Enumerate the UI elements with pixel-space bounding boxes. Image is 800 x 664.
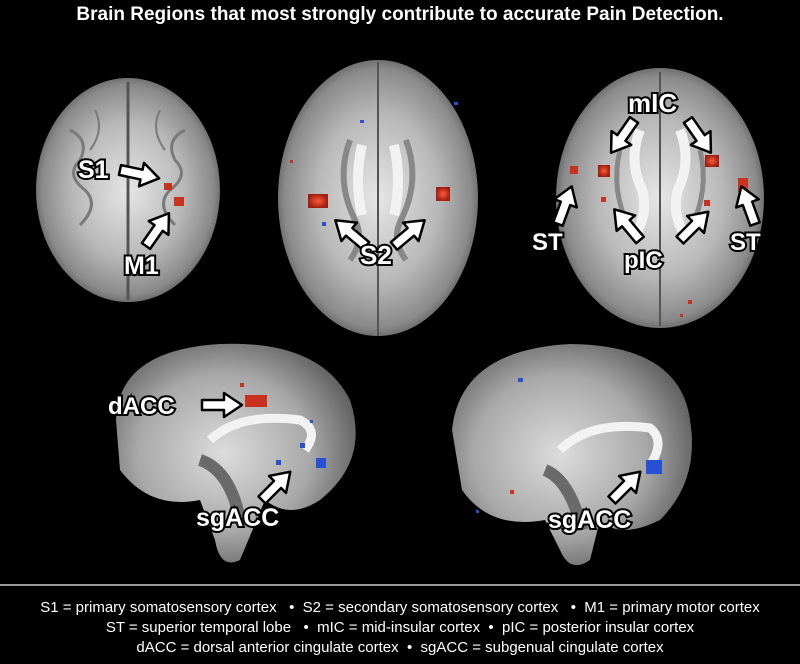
label-sgacc-right: sgACC: [548, 506, 631, 534]
brain-slice-mid-axial: [278, 60, 478, 336]
arrow-sgacc-right: [607, 470, 642, 505]
brain-slice-sagittal-left: [116, 343, 356, 563]
legend-line-3: dACC = dorsal anterior cingulate cortex …: [136, 639, 664, 656]
arrow-st-right: [734, 185, 761, 227]
label-sgacc-left: sgACC: [196, 504, 279, 532]
arrow-s2-right: [389, 219, 426, 252]
activation-s2-left: [308, 194, 328, 208]
activation-dacc: [245, 395, 267, 407]
label-s1: S1: [78, 156, 109, 184]
activation-s2-right: [436, 187, 450, 201]
label-mic: mIC: [628, 88, 677, 118]
arrow-m1: [140, 211, 171, 251]
brain-slice-insula: [556, 68, 764, 328]
activation-m1: [174, 197, 184, 206]
arrow-sgacc-left: [257, 470, 292, 505]
arrow-s1: [117, 161, 161, 188]
arrow-st-left: [552, 185, 579, 227]
activation-sgacc-right: [646, 460, 662, 474]
arrow-pic-left: [613, 208, 646, 245]
arrow-pic-right: [675, 210, 710, 245]
legend-divider: [0, 584, 800, 586]
label-st-left: ST: [532, 229, 563, 256]
activation-pic-right: [704, 200, 710, 206]
legend-line-2: ST = superior temporal lobe • mIC = mid-…: [105, 619, 695, 636]
figure-title: Brain Regions that most strongly contrib…: [76, 4, 724, 25]
label-s2: S2: [360, 240, 392, 270]
arrow-dacc: [200, 391, 244, 419]
arrow-s2-left: [334, 219, 371, 252]
brain-figure: S1 M1 S2 mIC ST ST pIC dACC sgACC sgACC: [36, 60, 764, 566]
activation-st-right: [738, 178, 748, 192]
legend: S1 = primary somatosensory cortex • S2 =…: [0, 598, 800, 658]
label-dacc: dACC: [108, 393, 175, 420]
activation-st-left: [570, 166, 578, 174]
arrow-mic-right: [682, 115, 713, 155]
activation-pic-left: [601, 197, 606, 202]
activation-s1: [164, 183, 172, 190]
legend-line-1: S1 = primary somatosensory cortex • S2 =…: [40, 599, 760, 616]
label-st-right: ST: [730, 229, 761, 256]
brain-slice-superior: [36, 78, 220, 302]
activation-mic-right: [705, 155, 719, 167]
arrow-mic-left: [609, 115, 640, 155]
brain-slice-sagittal-right: [452, 344, 692, 566]
activation-mic-left: [598, 165, 610, 177]
activation-sgacc-left: [300, 443, 305, 448]
label-pic: pIC: [624, 247, 663, 274]
label-m1: M1: [124, 252, 159, 280]
